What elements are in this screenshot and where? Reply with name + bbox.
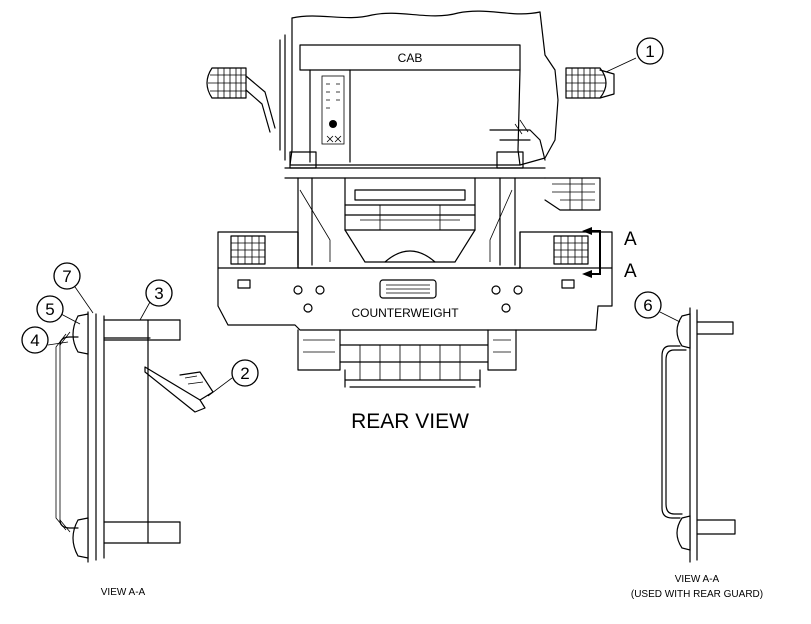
callout-5: 5 bbox=[36, 295, 64, 323]
counterweight: COUNTERWEIGHT bbox=[217, 231, 613, 331]
rear-view-caption: REAR VIEW bbox=[351, 410, 469, 433]
upper-frame bbox=[284, 167, 601, 266]
svg-text:7: 7 bbox=[62, 267, 71, 286]
svg-text:1: 1 bbox=[645, 42, 654, 61]
right-light bbox=[565, 67, 615, 99]
section-label-bottom: A bbox=[624, 261, 637, 282]
callout-6: 6 bbox=[634, 291, 662, 319]
svg-text:3: 3 bbox=[154, 284, 163, 303]
callout-4: 4 bbox=[21, 326, 49, 354]
callout-2: 2 bbox=[231, 359, 259, 387]
section-marker: A A bbox=[582, 227, 637, 282]
callout-7: 7 bbox=[53, 262, 81, 290]
lower-carriage bbox=[297, 329, 517, 388]
svg-text:6: 6 bbox=[643, 296, 652, 315]
svg-text:5: 5 bbox=[45, 300, 54, 319]
svg-text:4: 4 bbox=[30, 331, 39, 350]
view-left-label: VIEW A-A bbox=[101, 587, 146, 598]
view-aa-right: VIEW A-A (USED WITH REAR GUARD) bbox=[631, 307, 763, 600]
callout-3: 3 bbox=[145, 279, 173, 307]
callout-leaders bbox=[47, 57, 681, 397]
svg-text:2: 2 bbox=[240, 364, 249, 383]
view-aa-left: VIEW A-A bbox=[55, 311, 214, 598]
view-right-label-line2: (USED WITH REAR GUARD) bbox=[631, 589, 763, 600]
cab-label: CAB bbox=[398, 51, 423, 65]
callout-1: 1 bbox=[636, 37, 664, 65]
counterweight-label: COUNTERWEIGHT bbox=[351, 306, 459, 320]
cab: CAB bbox=[279, 10, 559, 169]
left-light bbox=[206, 67, 276, 133]
section-label-top: A bbox=[624, 229, 637, 250]
view-right-label-line1: VIEW A-A bbox=[675, 574, 720, 585]
